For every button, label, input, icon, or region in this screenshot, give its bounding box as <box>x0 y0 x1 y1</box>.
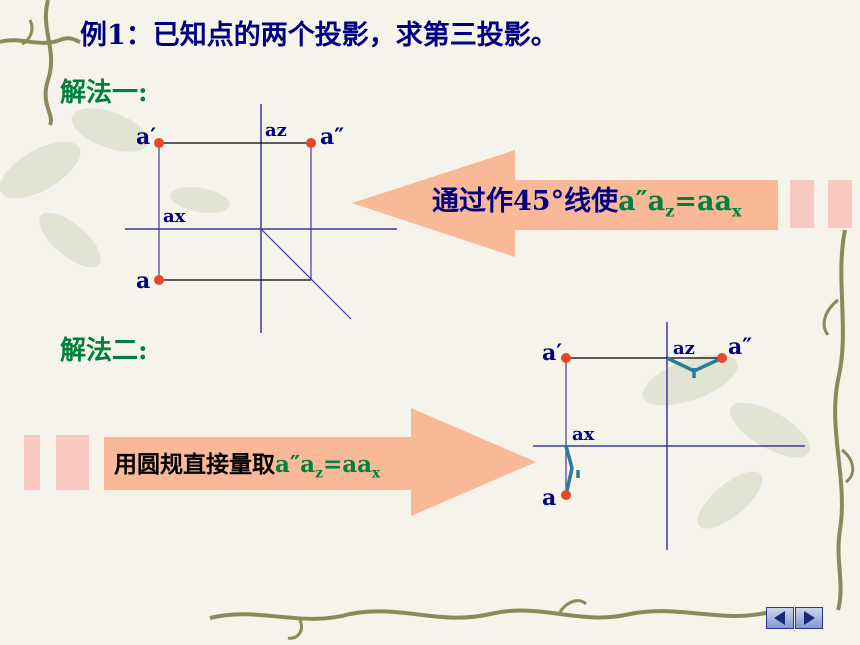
formula-sub: z <box>315 465 323 482</box>
right-vine <box>833 229 847 611</box>
method-one-label: 解法一: <box>60 78 148 108</box>
slide-title: 例1：已知点的两个投影，求第三投影。 <box>80 20 558 51</box>
point-a-prime-2 <box>561 353 571 363</box>
label-a-2: a <box>542 485 557 511</box>
label-a-double-prime-1: a″ <box>320 124 345 150</box>
diagram-2-points <box>561 353 727 500</box>
compass-arcs <box>564 356 723 496</box>
label-ax-1: ax <box>163 206 186 227</box>
arrow-right-text: 用圆规直接量取a″az=aax <box>114 453 380 481</box>
arrow-left-shape <box>352 150 778 257</box>
diagram-1-points <box>154 138 316 285</box>
formula-part: a″a <box>618 186 666 217</box>
arrow-right-shape <box>104 408 536 516</box>
left-vine <box>43 0 54 126</box>
point-a-double-prime-2 <box>717 353 727 363</box>
method-two-label: 解法二: <box>60 336 148 366</box>
arrow-right-caption: 用圆规直接量取 <box>114 451 275 478</box>
triangle-right-icon <box>804 611 815 625</box>
label-a-prime-2: a′ <box>542 340 563 366</box>
pink-bars-right <box>790 180 852 228</box>
next-slide-button[interactable] <box>795 607 823 629</box>
point-a-double-prime-1 <box>306 138 316 148</box>
compass-arc-bottom <box>564 445 574 496</box>
bottom-vine <box>209 608 771 621</box>
label-az-1: az <box>265 120 287 141</box>
point-a-1 <box>154 275 164 285</box>
formula-part: =aa <box>322 451 373 478</box>
label-az-2: az <box>673 338 695 359</box>
label-ax-2: ax <box>572 424 595 445</box>
previous-slide-button[interactable] <box>766 607 794 629</box>
triangle-left-icon <box>774 611 785 625</box>
formula-part: =aa <box>674 186 732 217</box>
diagram-1 <box>125 104 397 333</box>
point-a-prime-1 <box>154 138 164 148</box>
line-45-degree <box>260 228 352 320</box>
arrow-left-caption: 通过作45°线使 <box>432 186 619 217</box>
formula-part: a″a <box>275 451 316 478</box>
label-a-double-prime-2: a″ <box>728 334 753 360</box>
formula-sub: z <box>665 201 675 221</box>
top-vine <box>0 36 81 45</box>
label-a-prime-1: a′ <box>136 124 157 150</box>
point-a-2 <box>561 490 571 500</box>
arrow-left-formula: a″az=aax <box>618 186 742 221</box>
diagram-2 <box>533 322 805 550</box>
label-a-1: a <box>136 268 151 294</box>
pink-bars-left <box>24 435 89 490</box>
arrow-right-formula: a″az=aax <box>275 451 380 480</box>
arrow-left-text: 通过作45°线使a″az=aax <box>432 188 742 220</box>
formula-sub: x <box>372 465 381 482</box>
formula-sub: x <box>731 201 742 221</box>
